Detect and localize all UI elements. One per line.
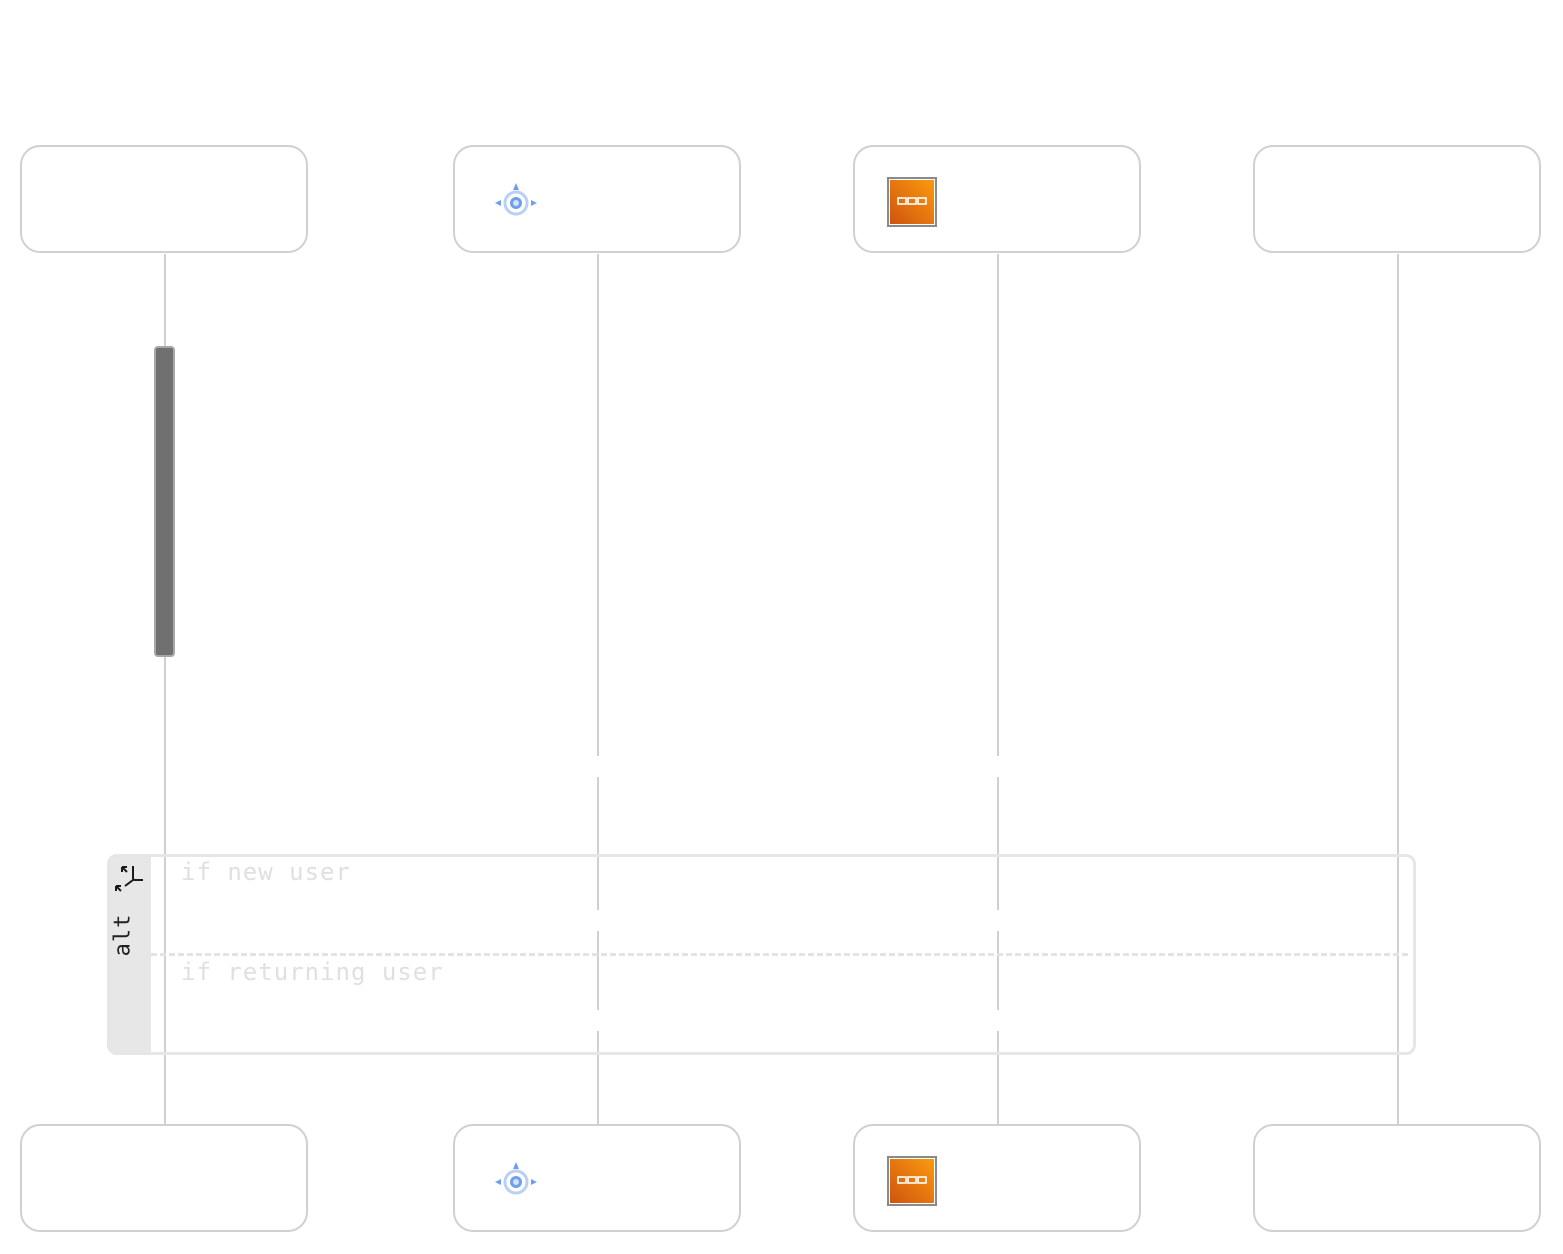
lifeline-4 [1397, 254, 1399, 1124]
orange-link-chain-icon [887, 177, 937, 227]
orange-link-chain-icon [887, 1156, 937, 1206]
participant-box-3-top[interactable] [853, 145, 1141, 253]
lifeline-gap [594, 910, 602, 931]
lifeline-3 [997, 254, 999, 1124]
alt-fragment-divider [151, 953, 1408, 956]
participant-box-2-top[interactable] [453, 145, 741, 253]
participant-box-1-bottom[interactable] [20, 1124, 308, 1232]
lifeline-gap [994, 756, 1002, 777]
participant-box-4-bottom[interactable] [1253, 1124, 1541, 1232]
alt-condition-returning-user: if returning user [181, 958, 444, 986]
alt-operator-label: alt [110, 913, 136, 957]
lifeline-2 [597, 254, 599, 1124]
alt-fragment-sidebar [107, 854, 151, 1055]
target-crosshair-icon [495, 1162, 537, 1195]
alt-condition-new-user: if new user [181, 858, 351, 886]
lifeline-gap [994, 1010, 1002, 1031]
target-crosshair-icon [495, 183, 537, 216]
lifeline-gap [594, 1010, 602, 1031]
participant-box-1-top[interactable] [20, 145, 308, 253]
lifeline-gap [594, 756, 602, 777]
lifeline-1 [164, 254, 166, 1124]
alt-fragment[interactable] [107, 854, 1416, 1055]
branch-split-icon [115, 866, 143, 892]
activation-bar[interactable] [154, 346, 175, 657]
participant-box-2-bottom[interactable] [453, 1124, 741, 1232]
participant-box-3-bottom[interactable] [853, 1124, 1141, 1232]
participant-box-4-top[interactable] [1253, 145, 1541, 253]
lifeline-gap [994, 910, 1002, 931]
